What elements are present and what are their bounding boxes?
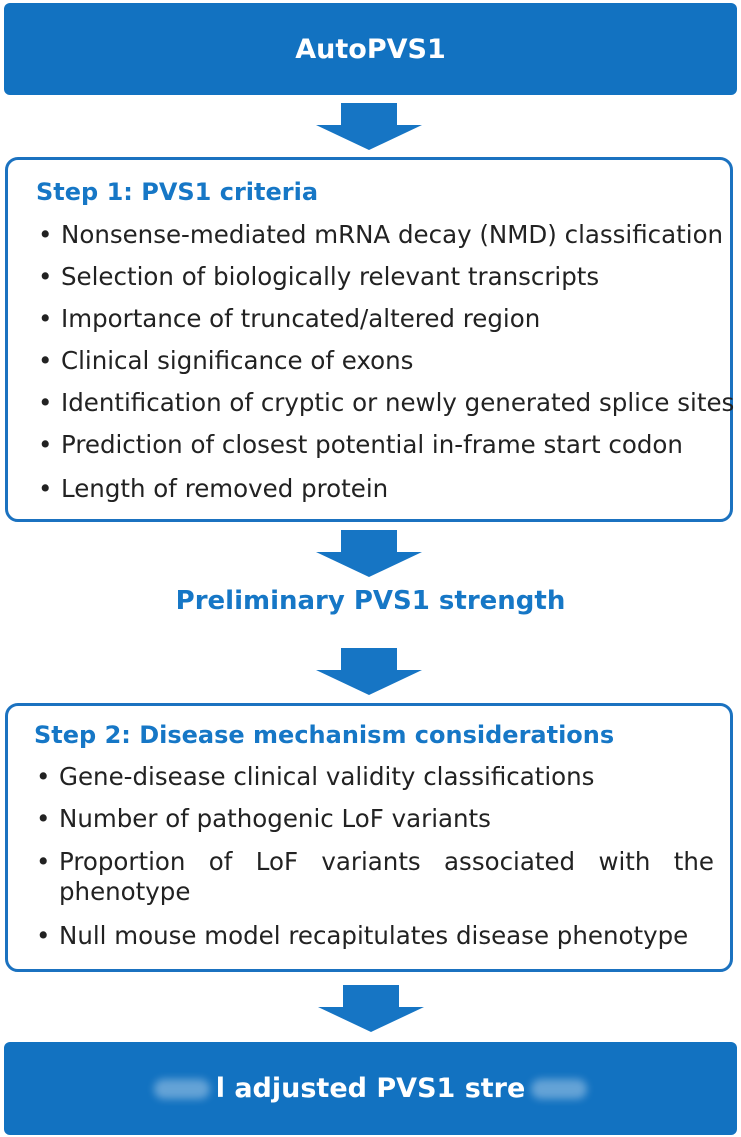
redaction-blur [153,1078,210,1099]
list-item: •Clinical significance of exons [38,346,414,375]
bottom-banner-title: l adjusted PVS1 stre [215,1073,526,1104]
down-arrow-icon [316,648,422,695]
list-item: •Gene-disease clinical validity classifi… [36,762,595,791]
step2-box: Step 2: Disease mechanism considerations… [5,703,733,972]
step1-box: Step 1: PVS1 criteria •Nonsense-mediated… [5,157,735,522]
step2-title: Step 2: Disease mechanism considerations [34,721,615,749]
down-arrow-icon [316,530,422,577]
list-item: •Nonsense-mediated mRNA decay (NMD) clas… [38,220,724,249]
list-item: •Length of removed protein [38,474,389,503]
list-item: •Null mouse model recapitulates disease … [36,921,689,950]
list-item: •Number of pathogenic LoF variants [36,804,491,833]
list-item: •Proportion of LoF variants associated w… [36,847,714,906]
list-item: •Importance of truncated/altered region [38,304,541,333]
top-banner: AutoPVS1 [4,3,737,95]
list-item: •Identification of cryptic or newly gene… [38,388,735,417]
down-arrow-icon [316,103,422,150]
top-banner-title: AutoPVS1 [295,33,446,65]
preliminary-strength-label: Preliminary PVS1 strength [175,586,566,616]
bottom-banner: l adjusted PVS1 stre [4,1042,737,1135]
list-item: •Prediction of closest potential in-fram… [38,430,683,459]
down-arrow-icon [318,985,424,1032]
redaction-blur [531,1078,588,1099]
list-item: •Selection of biologically relevant tran… [38,262,600,291]
step1-title: Step 1: PVS1 criteria [36,178,319,206]
